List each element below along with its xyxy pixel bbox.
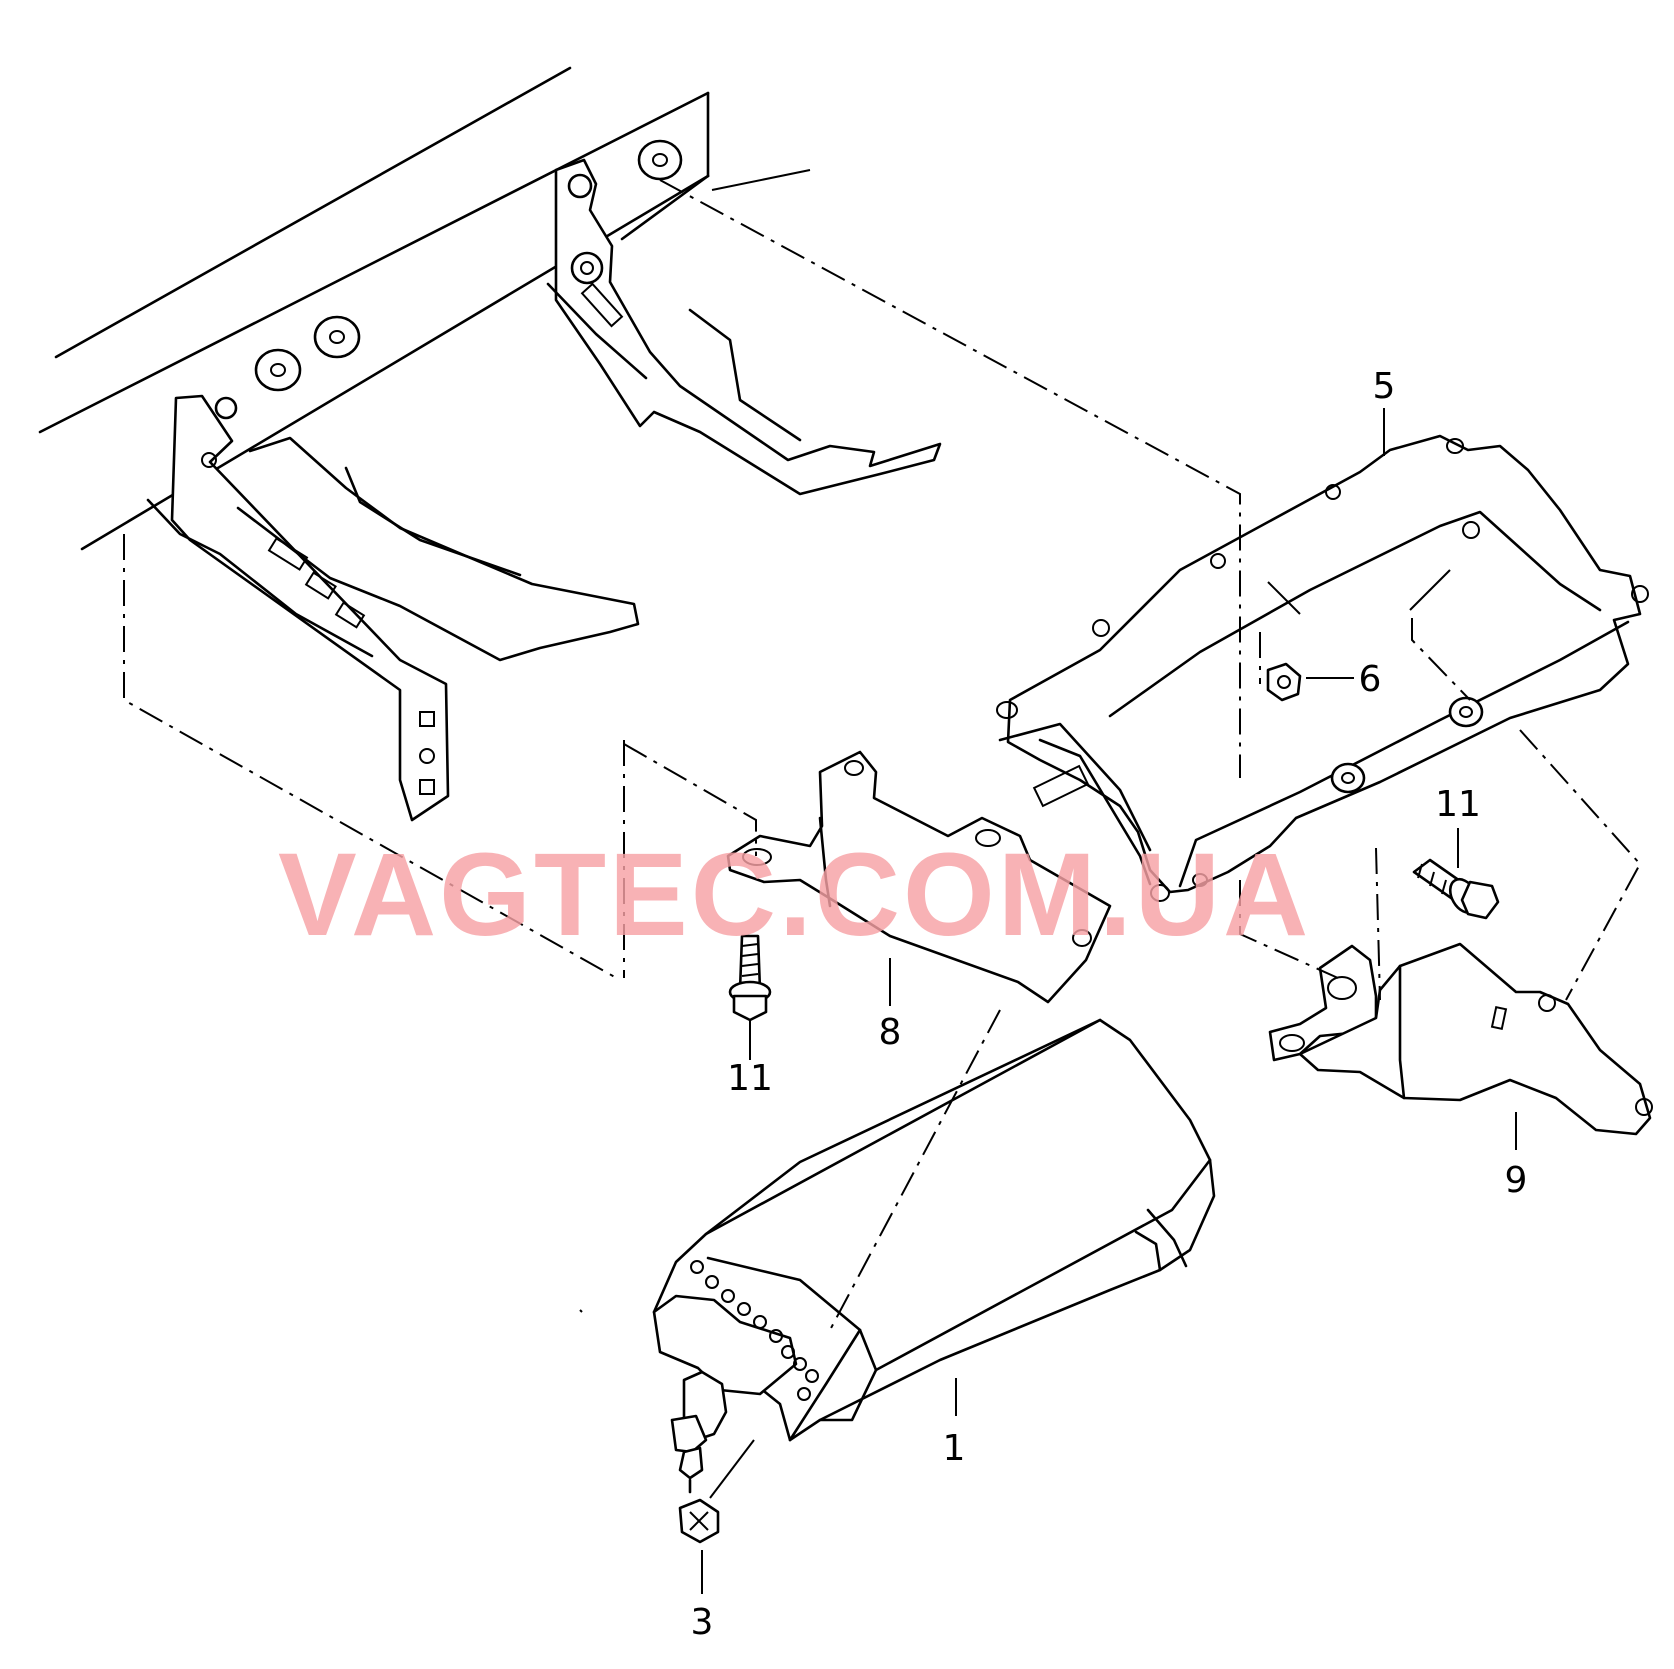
airbag-module-1 — [579, 1018, 1216, 1494]
callout-8: 8 — [879, 1012, 902, 1053]
nut-6 — [1266, 662, 1302, 702]
right-bracket — [546, 158, 942, 496]
callout-6: 6 — [1359, 659, 1382, 700]
nut-3 — [678, 1498, 720, 1544]
leader-lines — [701, 169, 1517, 1594]
callout-11-left: 11 — [727, 1058, 773, 1099]
bracket-5 — [996, 434, 1649, 902]
bolt-11-right — [1412, 858, 1500, 920]
callout-11-right: 11 — [1435, 784, 1481, 825]
callout-9: 9 — [1505, 1160, 1528, 1201]
alignment-lines — [123, 179, 1642, 1331]
bracket-8 — [726, 750, 1112, 1004]
watermark: VAGTEC.COM.UA — [278, 829, 1311, 961]
bracket-9 — [1268, 942, 1653, 1136]
left-bracket — [146, 394, 640, 822]
callout-3: 3 — [691, 1602, 714, 1643]
callout-1: 1 — [943, 1428, 966, 1469]
callout-5: 5 — [1373, 366, 1396, 407]
bolt-11-left — [728, 934, 772, 1022]
